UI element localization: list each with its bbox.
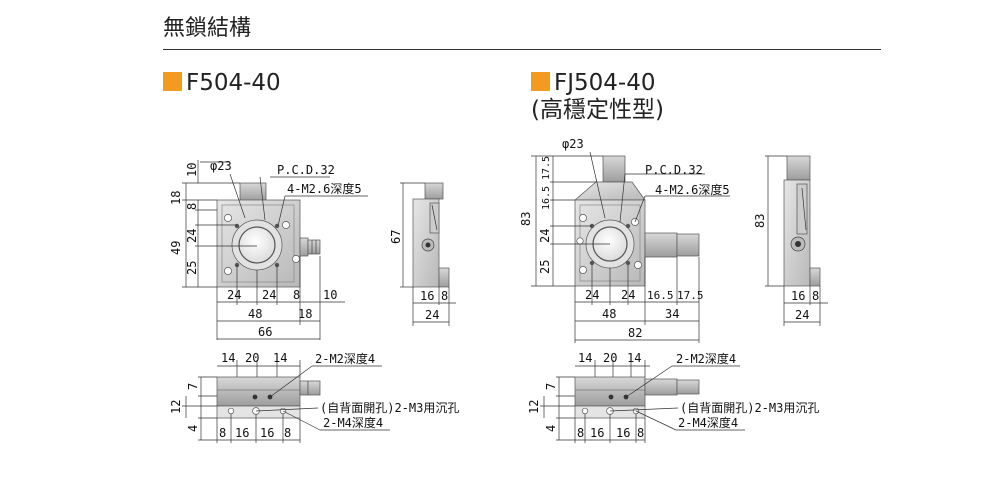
right-bottom-top1: 20 [603, 351, 617, 365]
right-bottom-v1: 12 [527, 400, 541, 414]
left-front-v4: 49 [169, 241, 183, 255]
left-bottom-l2: (自背面開孔)2-M3用沉孔 [320, 401, 459, 415]
right-front-h4: 48 [602, 307, 616, 321]
right-front-h3: 17.5 [677, 289, 704, 302]
left-front-v0: 10 [185, 163, 199, 177]
right-bottom-h3: 8 [637, 426, 644, 440]
left-front-h4: 48 [248, 307, 262, 321]
right-bottom-top2: 14 [627, 351, 641, 365]
left-model: F504-40 [186, 70, 281, 96]
left-front-v5: 25 [185, 261, 199, 275]
left-bottom-top0: 14 [221, 351, 235, 365]
right-front-v4: 25 [538, 260, 552, 274]
right-bottom-v2: 4 [544, 425, 558, 432]
page-title: 無鎖結構 [163, 16, 252, 41]
left-bottom-top1: 20 [245, 351, 259, 365]
left-front-view [216, 182, 321, 288]
orange-square-icon [531, 72, 550, 91]
left-bottom-h3: 8 [284, 426, 291, 440]
right-bottom-l1: 2-M2深度4 [676, 351, 736, 366]
right-front-view [574, 155, 700, 287]
right-heading: FJ504-40 (高穩定性型) [531, 70, 664, 124]
right-front-h1: 24 [621, 288, 635, 302]
right-front-phi: φ23 [562, 137, 584, 151]
title-divider [163, 49, 881, 50]
left-bottom-view [182, 360, 390, 443]
right-front-tap: 4-M2.6深度5 [655, 182, 730, 197]
right-front-v3: 24 [538, 229, 552, 243]
left-front-v3: 24 [185, 229, 199, 243]
left-front-h2: 8 [293, 288, 300, 302]
left-heading: F504-40 [163, 70, 281, 97]
right-front-v1: 17.5 [541, 156, 552, 180]
left-front-h6: 66 [258, 325, 272, 339]
right-bottom-h1: 16 [590, 426, 604, 440]
right-front-v0: 83 [519, 212, 533, 226]
left-front-v2: 8 [185, 203, 199, 210]
left-front-h5: 18 [298, 307, 312, 321]
right-side-h2: 24 [795, 308, 809, 322]
left-front-v1: 18 [169, 191, 183, 205]
left-front-tap: 4-M2.6深度5 [287, 181, 362, 196]
right-side-h0: 16 [791, 289, 805, 303]
right-bottom-h0: 8 [577, 426, 584, 440]
left-side-v: 67 [389, 230, 403, 244]
right-bottom-h2: 16 [616, 426, 630, 440]
right-side-view [765, 155, 828, 326]
left-side-view [400, 182, 456, 326]
right-side-h1: 8 [812, 289, 819, 303]
right-bottom-top0: 14 [578, 351, 592, 365]
left-side-h2: 24 [425, 308, 439, 322]
right-bottom-view [540, 360, 745, 443]
right-side-v: 83 [753, 214, 767, 228]
left-bottom-v0: 7 [186, 383, 200, 390]
right-front-v2: 16.5 [541, 186, 552, 210]
left-front-h3: 10 [323, 288, 337, 302]
left-front-h0: 24 [227, 288, 241, 302]
right-front-pcd: P.C.D.32 [645, 163, 703, 177]
left-bottom-v2: 4 [186, 425, 200, 432]
right-bottom-l2: (自背面開孔)2-M3用沉孔 [680, 401, 819, 415]
right-front-h5: 34 [665, 307, 679, 321]
left-side-h0: 16 [420, 289, 434, 303]
left-side-h1: 8 [441, 289, 448, 303]
right-front-h2: 16.5 [647, 289, 674, 302]
right-model-subtitle: (高穩定性型) [531, 97, 664, 123]
right-front-h6: 82 [628, 326, 642, 340]
left-front-h1: 24 [262, 288, 276, 302]
left-front-phi: φ23 [210, 159, 232, 173]
orange-square-icon [163, 72, 182, 91]
left-bottom-h2: 16 [260, 426, 274, 440]
right-bottom-l3: 2-M4深度4 [678, 415, 738, 430]
right-bottom-v0: 7 [544, 383, 558, 390]
right-front-h0: 24 [585, 288, 599, 302]
left-bottom-l3: 2-M4深度4 [323, 415, 383, 430]
left-bottom-h0: 8 [219, 426, 226, 440]
left-bottom-l1: 2-M2深度4 [315, 351, 375, 366]
left-bottom-h1: 16 [235, 426, 249, 440]
left-front-pcd: P.C.D.32 [277, 163, 335, 177]
right-model: FJ504-40 [554, 70, 656, 96]
left-bottom-v1: 12 [169, 400, 183, 414]
left-bottom-top2: 14 [273, 351, 287, 365]
